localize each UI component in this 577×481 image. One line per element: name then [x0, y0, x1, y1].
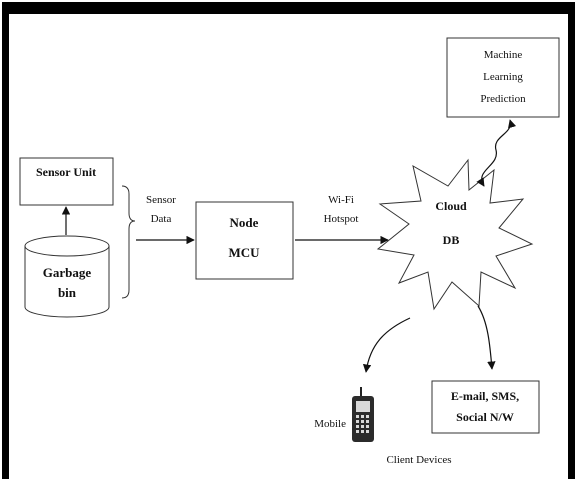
garbage-bin-label-line1: Garbage [43, 265, 92, 280]
nodemcu-box [195, 201, 294, 280]
nodemcu-label-line2: MCU [228, 245, 260, 260]
client-devices-label: Client Devices [386, 454, 451, 466]
wifi-label-line1: Wi-Fi [328, 194, 354, 206]
cloud-db-label-line1: Cloud [435, 199, 467, 213]
cloud-db-shape [376, 158, 534, 311]
mobile-label: Mobile [314, 418, 346, 430]
frame-left [2, 2, 9, 479]
ml-label-line2: Learning [483, 71, 523, 83]
ml-label-line3: Prediction [480, 93, 526, 105]
cloud-to-notification-arrow [477, 305, 496, 370]
sensor-data-label-line1: Sensor [146, 194, 176, 206]
sensor-unit-label: Sensor Unit [36, 165, 96, 179]
wifi-label-line2: Hotspot [324, 213, 359, 225]
frame-right [568, 2, 575, 479]
cloud-db-label-line2: DB [443, 233, 460, 247]
notification-label-line2: Social N/W [456, 410, 514, 424]
garbage-bin-cylinder [24, 235, 110, 318]
ml-label-line1: Machine [484, 49, 523, 61]
cloud-ml-link-arrow [476, 119, 517, 187]
nodemcu-label-line1: Node [230, 215, 259, 230]
garbage-bin-label-line2: bin [58, 285, 77, 300]
sensor-unit-box [19, 157, 114, 206]
frame-top [2, 2, 575, 14]
ml-prediction-box [446, 37, 560, 118]
cloud-to-mobile-arrow [362, 317, 411, 373]
mobile-phone-icon [352, 387, 374, 442]
notification-label-line1: E-mail, SMS, [451, 389, 519, 403]
sensor-data-label-line2: Data [151, 213, 172, 225]
grouping-brace [121, 185, 136, 299]
notification-box [431, 380, 540, 434]
